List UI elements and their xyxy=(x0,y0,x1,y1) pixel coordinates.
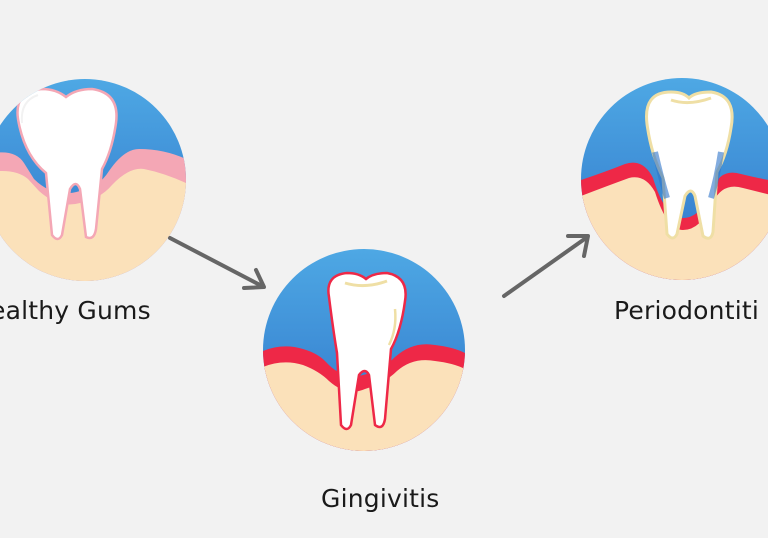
tooth-icon xyxy=(16,87,118,241)
gingivitis-tooth-illustration xyxy=(263,249,465,451)
healthy-tooth-illustration xyxy=(0,79,186,281)
gingivitis-label: Gingivitis xyxy=(321,484,440,513)
arrow-icon-healthy-to-gingivitis xyxy=(168,236,266,290)
healthy-gums-circle xyxy=(0,79,186,281)
periodontitis-circle xyxy=(581,78,768,280)
gingivitis-circle xyxy=(263,249,465,451)
periodontitis-tooth-illustration xyxy=(581,78,768,280)
tooth-icon xyxy=(327,271,407,431)
arrow-icon-gingivitis-to-periodontitis xyxy=(502,234,590,298)
healthy-gums-label: ealthy Gums xyxy=(0,296,151,325)
periodontitis-label: Periodontiti xyxy=(614,296,759,325)
tooth-icon xyxy=(645,90,734,240)
